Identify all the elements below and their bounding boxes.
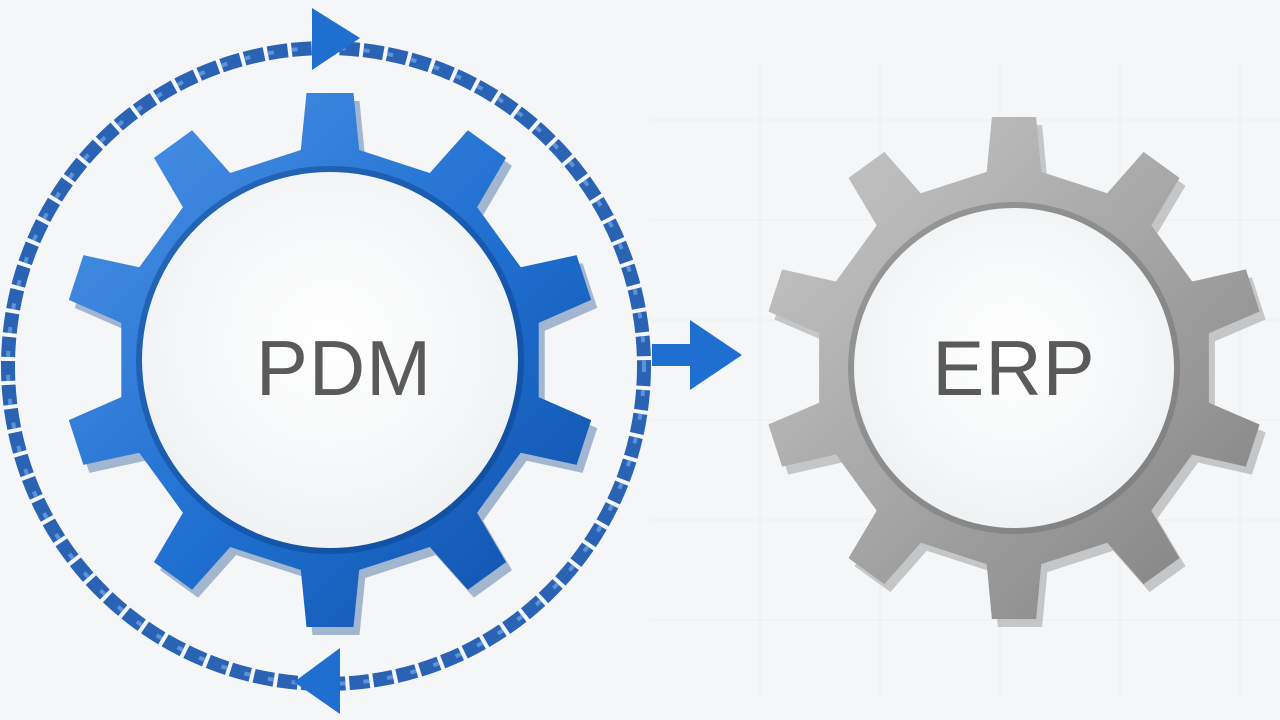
pdm-gear (68, 93, 598, 635)
cycle-arrow (1, 8, 651, 714)
erp-gear-hole (854, 208, 1174, 528)
connector-arrow (652, 320, 742, 390)
pdm-label: PDM (256, 324, 432, 412)
cycle-arrowhead-top (312, 8, 360, 70)
cycle-ring-inner (6, 46, 646, 686)
cycle-arrowhead-bottom (294, 648, 340, 714)
erp-gear (768, 117, 1266, 627)
pdm-gear-hole (142, 172, 518, 548)
erp-label: ERP (932, 324, 1095, 412)
